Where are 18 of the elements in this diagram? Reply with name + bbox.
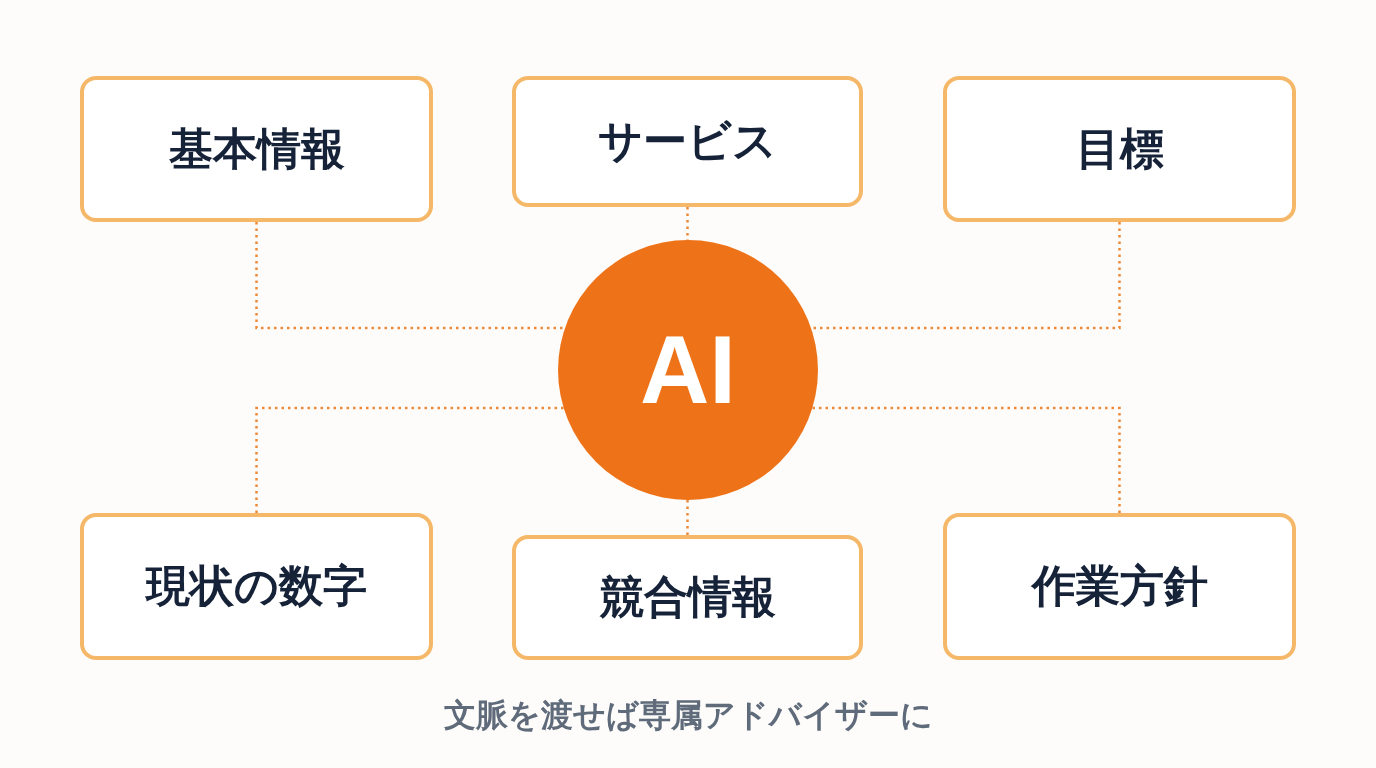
- dotted-connector: [811, 222, 1121, 330]
- node-label: 基本情報: [168, 121, 345, 176]
- topic-box: [943, 513, 1296, 660]
- topic-box: [80, 76, 433, 222]
- topic-box: [80, 513, 433, 660]
- topic-box: [512, 535, 863, 660]
- node-label: 目標: [1075, 121, 1164, 176]
- node-label: 作業方針: [1031, 559, 1208, 613]
- node-label: サービス: [598, 114, 777, 168]
- node-label: 現状の数字: [146, 559, 367, 613]
- dotted-connector: [255, 406, 564, 513]
- dotted-connector: [255, 222, 565, 330]
- node-label: AI: [640, 315, 736, 425]
- caption: 文脈を渡せば専属アドバイザーに: [443, 696, 933, 734]
- topic-box: [943, 76, 1296, 222]
- topic-box: [512, 76, 863, 207]
- node-label: 競合情報: [599, 570, 776, 624]
- dotted-connector: [812, 406, 1121, 513]
